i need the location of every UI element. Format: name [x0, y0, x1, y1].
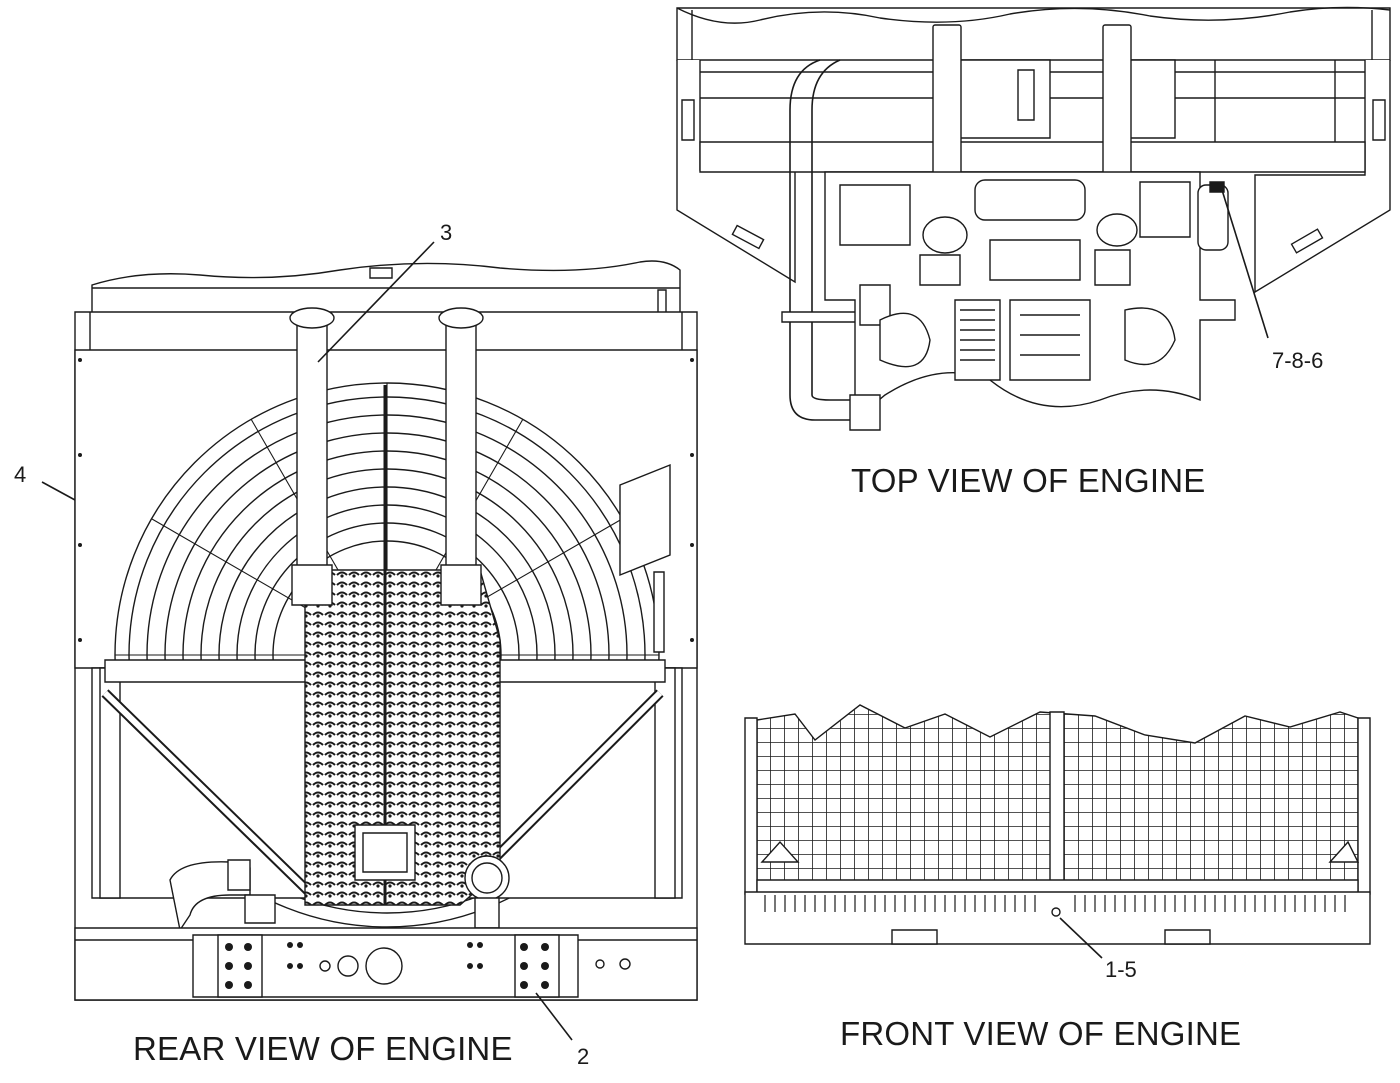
callout-2: 2: [577, 1044, 590, 1069]
rear-view-bolts: [78, 358, 694, 989]
callout-1-5: 1-5: [1105, 957, 1137, 982]
callout-4: 4: [14, 462, 27, 487]
rear-view-drawing: [75, 261, 697, 1000]
leader-2: [536, 993, 572, 1040]
top-view-title: TOP VIEW OF ENGINE: [851, 462, 1206, 499]
callout-7-8-6: 7-8-6: [1272, 348, 1324, 373]
leader-1-5: [1060, 918, 1102, 958]
front-view-title: FRONT VIEW OF ENGINE: [840, 1015, 1242, 1052]
callout-3: 3: [440, 220, 453, 245]
leader-7-8-6: [1222, 190, 1268, 338]
leader-3: [318, 242, 434, 362]
leader-4: [42, 482, 75, 500]
front-view-fins: [765, 895, 1345, 912]
rear-view-title: REAR VIEW OF ENGINE: [133, 1030, 513, 1067]
top-view-drawing: [677, 7, 1390, 430]
front-view-drawing: [745, 705, 1370, 944]
